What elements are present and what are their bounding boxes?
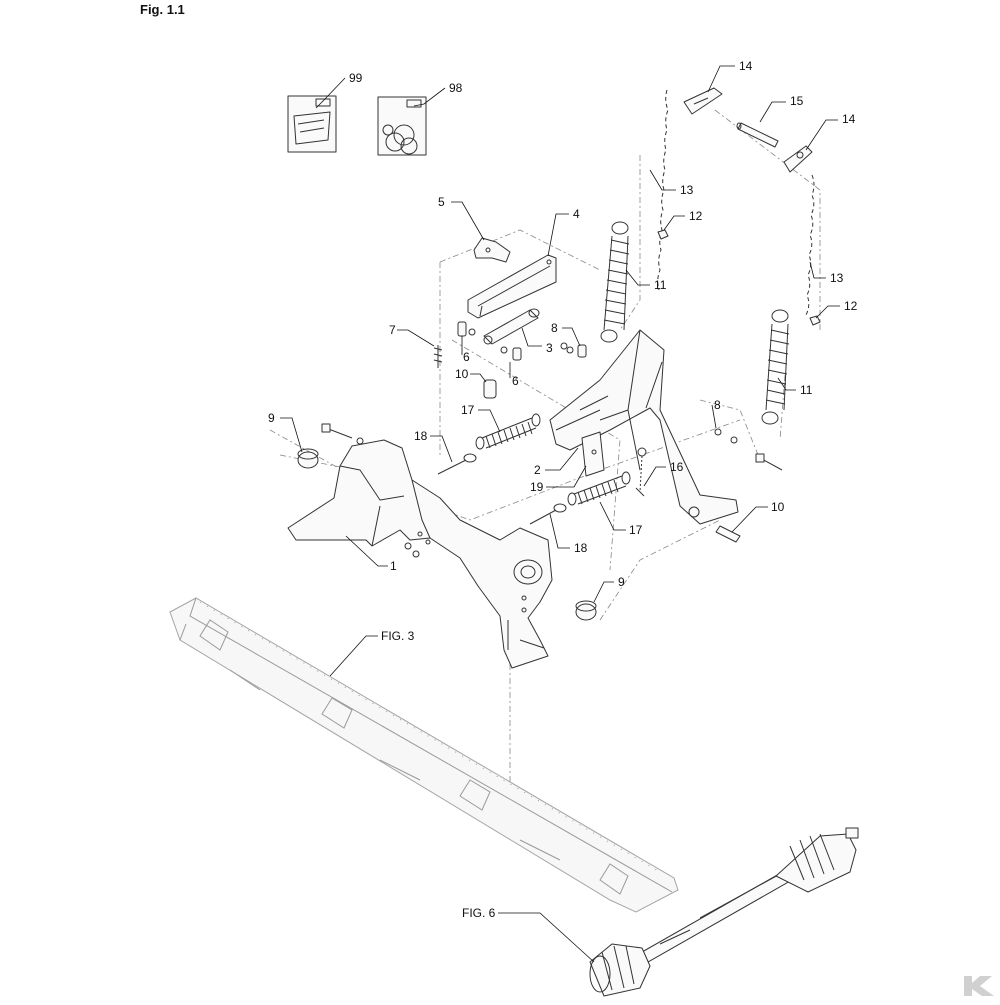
pin-6-upper [457, 321, 467, 337]
callout-7: 7 [389, 323, 396, 337]
nut-12-upper [657, 229, 669, 240]
pin-10-lower [715, 525, 741, 543]
callout-13-lower: 13 [830, 271, 844, 285]
kit-bag-98 [377, 96, 427, 156]
pto-shaft-fig6 [589, 827, 859, 997]
washer-6-upper [468, 328, 476, 336]
headstock-frame-1 [287, 439, 553, 669]
spring-17-upper [475, 413, 541, 450]
spring-11-lower [761, 309, 790, 425]
arm-4 [467, 254, 557, 319]
k-logo-icon [964, 976, 994, 996]
bolt-upper-left [321, 423, 364, 445]
callout-13-upper: 13 [680, 183, 694, 197]
callout-fig6: FIG. 6 [462, 906, 496, 920]
chain-plate-14-left [683, 87, 723, 115]
kit-bag-99 [287, 95, 337, 153]
callout-labels: 99 98 14 15 14 13 5 4 12 11 13 12 7 6 8 … [268, 59, 858, 920]
callout-4: 4 [573, 207, 580, 221]
callout-8-upper: 8 [551, 321, 558, 335]
pin-8-upper [560, 342, 587, 358]
callout-8-lower: 8 [714, 398, 721, 412]
chain-13-right [805, 174, 815, 316]
main-beam-fig3 [169, 597, 679, 913]
eye-bolt-18-upper [437, 453, 477, 475]
callout-11-lower: 11 [800, 383, 813, 397]
pin-15 [736, 122, 779, 148]
a-frame-2 [549, 329, 739, 525]
callout-14-right: 14 [842, 112, 856, 126]
callout-6-upper: 6 [463, 350, 470, 364]
grease-nipple-7 [433, 345, 443, 368]
callout-18-lower: 18 [574, 541, 588, 555]
lynch-pin-chain-16 [635, 447, 647, 497]
callout-14-top: 14 [739, 59, 753, 73]
bolt-right [714, 428, 783, 471]
nut-12-lower [809, 315, 821, 326]
callout-12-lower: 12 [844, 299, 858, 313]
pin-10-upper [483, 379, 497, 399]
callout-10-lower: 10 [771, 500, 785, 514]
callout-fig3: FIG. 3 [381, 629, 415, 643]
eye-bolt-18-lower [529, 503, 567, 525]
cylinder-3 [483, 308, 540, 345]
callout-1: 1 [390, 559, 397, 573]
callout-18-upper: 18 [414, 429, 428, 443]
bracket-5 [473, 237, 511, 263]
callout-3: 3 [546, 341, 553, 355]
callout-9-left: 9 [268, 411, 275, 425]
callout-12-upper: 12 [689, 209, 703, 223]
callout-15: 15 [790, 94, 804, 108]
callout-2: 2 [534, 463, 541, 477]
callout-10-upper: 10 [455, 367, 469, 381]
spring-11-upper [600, 221, 630, 343]
callout-6-lower: 6 [512, 374, 519, 388]
callout-16: 16 [670, 460, 684, 474]
spring-17-lower [567, 471, 631, 506]
callout-5: 5 [438, 195, 445, 209]
pin-6-lower [500, 346, 522, 361]
callout-17-upper: 17 [461, 403, 475, 417]
roller-9-left [297, 448, 319, 469]
callout-98: 98 [449, 81, 463, 95]
callout-9-right: 9 [618, 575, 625, 589]
plate-19 [581, 431, 605, 477]
chain-plate-14-right [783, 145, 813, 173]
callout-19: 19 [530, 480, 544, 494]
roller-9-right [575, 600, 597, 621]
callout-17-lower: 17 [629, 523, 643, 537]
leader-lines [280, 65, 840, 963]
callout-99: 99 [349, 71, 363, 85]
figure-title: Fig. 1.1 [140, 2, 185, 17]
callout-11-upper: 11 [654, 278, 667, 292]
assembly-lines [269, 109, 821, 810]
